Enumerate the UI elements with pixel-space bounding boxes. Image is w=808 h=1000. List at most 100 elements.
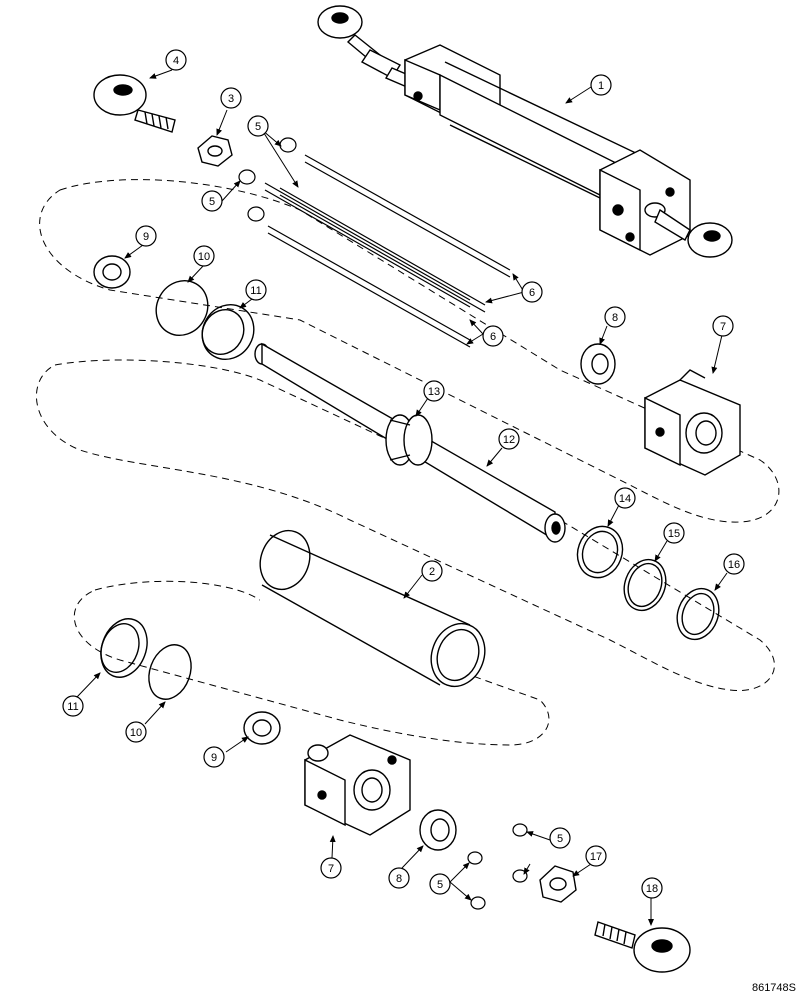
callout-circle <box>521 281 543 303</box>
piston <box>385 414 433 466</box>
callout-number: 17 <box>590 851 602 863</box>
dashed-loop-top <box>39 179 780 523</box>
callout-c10a: 10 <box>193 245 215 267</box>
callout-c5c: 5 <box>549 827 571 849</box>
cylinder-barrel <box>259 529 486 690</box>
callout-number: 2 <box>429 566 435 578</box>
callout-c9b: 9 <box>203 746 225 768</box>
callout-c3: 3 <box>220 87 242 109</box>
callout-c5a: 5 <box>247 115 269 137</box>
hex-nut-top <box>197 135 233 167</box>
callout-c4: 4 <box>165 49 187 71</box>
callout-c7a: 7 <box>712 315 734 337</box>
callout-c16: 16 <box>723 553 745 575</box>
callout-c14: 14 <box>614 487 636 509</box>
callout-number: 8 <box>396 873 402 885</box>
callout-circle <box>641 877 663 899</box>
callout-number: 9 <box>211 752 217 764</box>
callout-c12: 12 <box>498 428 520 450</box>
callout-number: 6 <box>529 287 535 299</box>
callout-circle <box>498 428 520 450</box>
callout-number: 14 <box>619 493 631 505</box>
callout-c5d: 5 <box>429 873 451 895</box>
callout-number: 15 <box>668 528 680 540</box>
callout-number: 7 <box>720 321 726 333</box>
callout-circle <box>421 560 443 582</box>
bushing-top <box>93 255 131 289</box>
cylinder-barrel-assembled <box>439 73 621 207</box>
callout-number: 12 <box>503 434 515 446</box>
callout-circle <box>220 87 242 109</box>
callout-number: 5 <box>209 196 215 208</box>
rod-end-bottom <box>594 921 691 973</box>
callout-number: 11 <box>250 285 261 297</box>
callout-c6a: 6 <box>521 281 543 303</box>
hex-nut-bottom <box>539 865 577 903</box>
callout-c15: 15 <box>663 522 685 544</box>
callout-c9a: 9 <box>135 225 157 247</box>
callout-c17: 17 <box>585 845 607 867</box>
callout-number: 5 <box>437 879 443 891</box>
callout-number: 4 <box>173 55 179 67</box>
dashed-group-outlines <box>35 179 780 746</box>
callout-circle <box>165 49 187 71</box>
callout-c10b: 10 <box>125 721 147 743</box>
callout-number: 13 <box>428 386 440 398</box>
dashed-loop-bottom <box>73 580 550 746</box>
callout-c2: 2 <box>421 560 443 582</box>
callout-circle <box>614 487 636 509</box>
callout-number: 5 <box>557 833 563 845</box>
callout-c11a: 11 <box>245 279 267 301</box>
callout-c1: 1 <box>590 74 612 96</box>
callout-number: 18 <box>646 883 658 895</box>
dashed-loop-middle <box>35 359 775 692</box>
seal-top <box>580 343 616 385</box>
end-cap-right <box>644 369 741 476</box>
rod-end-top <box>93 74 176 133</box>
callout-circle <box>712 315 734 337</box>
callout-circle <box>388 867 410 889</box>
callout-circle <box>193 245 215 267</box>
callout-c8a: 8 <box>604 306 626 328</box>
callout-circle <box>585 845 607 867</box>
callout-circle <box>125 721 147 743</box>
callout-circle <box>62 695 84 717</box>
callout-number: 7 <box>328 863 334 875</box>
callout-circle <box>135 225 157 247</box>
callout-c7b: 7 <box>320 857 342 879</box>
callout-number: 16 <box>728 559 740 571</box>
callout-circle <box>549 827 571 849</box>
callout-circle <box>320 857 342 879</box>
callout-number: 9 <box>143 231 149 243</box>
callout-number: 11 <box>67 701 78 713</box>
assembled-cylinder <box>317 5 733 258</box>
callout-circle <box>482 325 504 347</box>
callout-number: 8 <box>612 312 618 324</box>
bushing-bottom <box>243 711 281 745</box>
callout-circle <box>723 553 745 575</box>
callout-circle <box>201 190 223 212</box>
callout-c18: 18 <box>641 877 663 899</box>
callout-number: 5 <box>255 121 261 133</box>
callout-circle <box>203 746 225 768</box>
callout-c5b: 5 <box>201 190 223 212</box>
callout-number: 10 <box>198 251 210 263</box>
callout-c13: 13 <box>423 380 445 402</box>
small-nuts <box>238 137 528 910</box>
callout-circle <box>247 115 269 137</box>
callout-c8b: 8 <box>388 867 410 889</box>
seal-rings <box>576 525 720 641</box>
callout-number: 1 <box>598 80 604 92</box>
callout-c11b: 11 <box>62 695 84 717</box>
seal-bottom <box>419 809 457 851</box>
tie-rods <box>264 154 511 348</box>
callout-circle <box>245 279 267 301</box>
callout-circle <box>663 522 685 544</box>
callout-circle <box>604 306 626 328</box>
drawing-id-label: 861748S <box>751 982 796 994</box>
callout-c6b: 6 <box>482 325 504 347</box>
callout-circle <box>429 873 451 895</box>
